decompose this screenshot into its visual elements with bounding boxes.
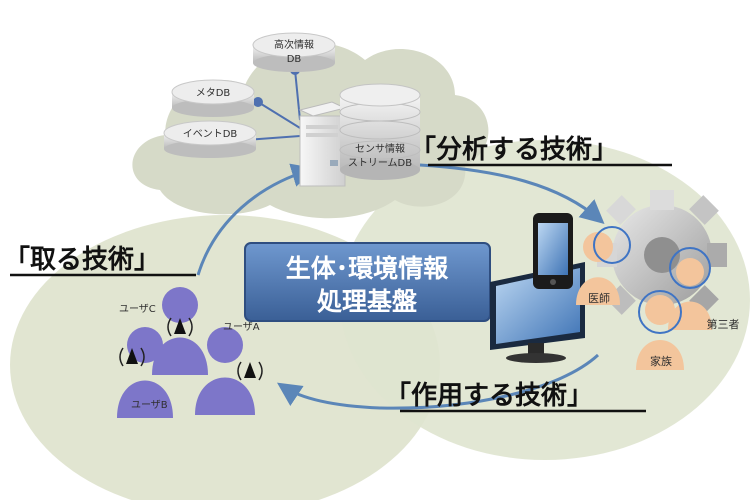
user-a-label: ユーザA: [223, 321, 260, 333]
high-order-db-label-1: 高次情報: [274, 38, 314, 51]
core-platform-line-2: 処理基盤: [317, 287, 418, 316]
sensor-stream-db-icon: [339, 83, 421, 180]
act-arrow: [277, 353, 600, 410]
doctor-label: 医師: [588, 292, 610, 305]
user-b-label: ユーザB: [131, 399, 168, 411]
analyze-technique-label: 「分析する技術」: [410, 134, 618, 165]
acquire-arrow: [196, 163, 316, 276]
user-b-icon: [117, 327, 173, 418]
user-c-icon: [152, 287, 208, 375]
sensor-stream-db-label-1: センサ情報: [355, 142, 405, 155]
third-party-label: 第三者: [707, 317, 740, 331]
act-technique-label: 「作用する技術」: [385, 380, 593, 411]
smartphone-icon: [533, 213, 573, 289]
user-a-icon: [195, 327, 256, 415]
event-db-label: イベントDB: [183, 128, 238, 140]
acquire-technique-label: 「取る技術」: [4, 244, 160, 275]
meta-db-label: メタDB: [196, 87, 231, 99]
family-label: 家族: [650, 354, 672, 368]
server-icon: [298, 101, 347, 187]
user-c-label: ユーザC: [119, 303, 156, 315]
doctor-person-icon: [576, 226, 631, 305]
meta-db-icon: [171, 79, 255, 117]
high-order-db-label-2: DB: [287, 54, 302, 65]
core-platform-line-1: 生体･環境情報: [286, 254, 450, 283]
analyze-arrow: [419, 163, 605, 224]
family-person-icon: [636, 290, 684, 370]
signal-waves-icon: [119, 317, 263, 381]
event-db-icon: [163, 120, 257, 158]
sensor-stream-db-label-2: ストリームDB: [348, 157, 412, 169]
third-party-person-icon: [668, 247, 712, 330]
high-order-db-icon: [252, 32, 336, 72]
